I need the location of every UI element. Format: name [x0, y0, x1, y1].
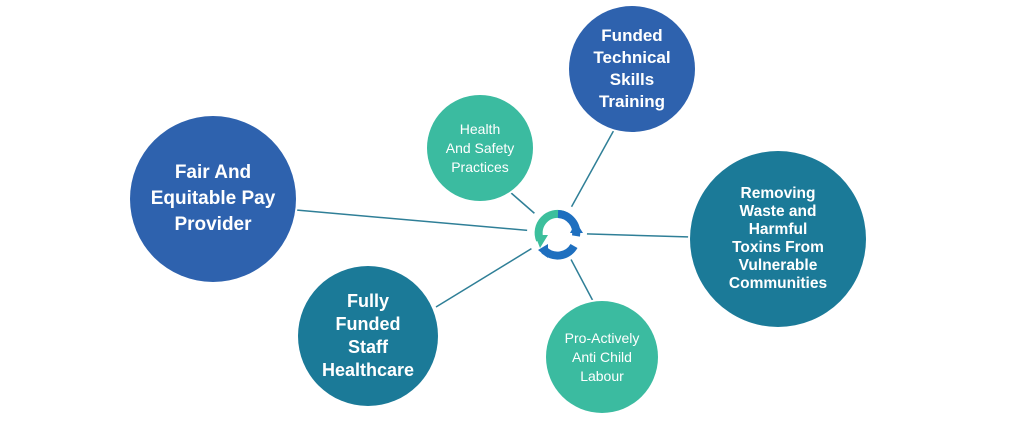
link-fair	[295, 209, 558, 234]
node-anti-child-labour-label: Pro-Actively Anti Child Labour	[564, 329, 640, 384]
node-anti-child-labour: Pro-Actively Anti Child Labour	[546, 301, 658, 413]
node-skills-training: Funded Technical Skills Training	[569, 6, 695, 132]
node-health-safety: Health And Safety Practices	[427, 95, 533, 201]
node-fair-pay: Fair And Equitable Pay Provider	[130, 116, 296, 282]
node-staff-healthcare: Fully Funded Staff Healthcare	[298, 266, 438, 406]
node-health-safety-label: Health And Safety Practices	[445, 120, 515, 175]
node-staff-healthcare-label: Fully Funded Staff Healthcare	[321, 291, 415, 380]
node-skills-training-label: Funded Technical Skills Training	[593, 26, 671, 111]
node-fair-pay-label: Fair And Equitable Pay Provider	[150, 162, 276, 235]
cycle-arrows-icon	[527, 203, 587, 263]
node-removing-waste-label: Removing Waste and Harmful Toxins From V…	[728, 185, 828, 292]
node-removing-waste: Removing Waste and Harmful Toxins From V…	[690, 151, 866, 327]
